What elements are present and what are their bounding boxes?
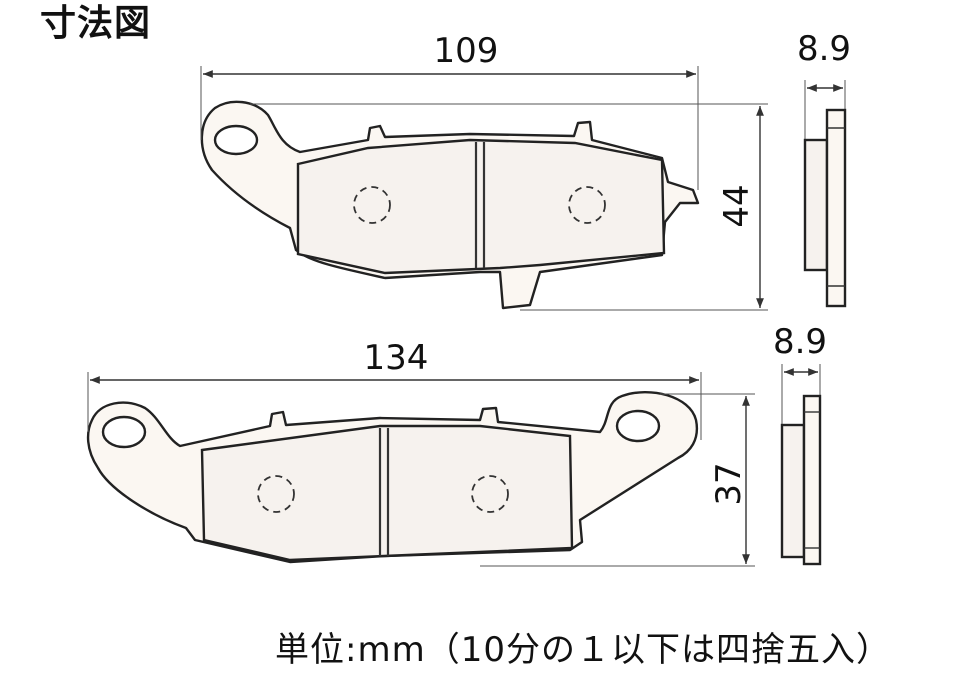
bottom-pad-width-label: 134 bbox=[364, 338, 429, 378]
bottom-pad-dimensions bbox=[87, 372, 755, 567]
top-pad-front-view bbox=[200, 100, 700, 310]
bottom-pad-front-view bbox=[86, 391, 699, 564]
top-pad-height-label: 44 bbox=[717, 184, 757, 227]
bottom-pad-side-view bbox=[780, 364, 822, 566]
top-pad-side-view bbox=[803, 80, 847, 308]
top-pad-thickness-label: 8.9 bbox=[797, 29, 851, 69]
bottom-pad-thickness-label: 8.9 bbox=[773, 322, 827, 362]
bottom-pad-height-label: 37 bbox=[709, 462, 749, 505]
top-pad-width-label: 109 bbox=[434, 31, 499, 71]
unit-note: 単位:mm（10分の１以下は四捨五入） bbox=[275, 630, 891, 670]
top-pad-dimensions bbox=[200, 66, 768, 311]
page-title: 寸法図 bbox=[40, 3, 152, 44]
